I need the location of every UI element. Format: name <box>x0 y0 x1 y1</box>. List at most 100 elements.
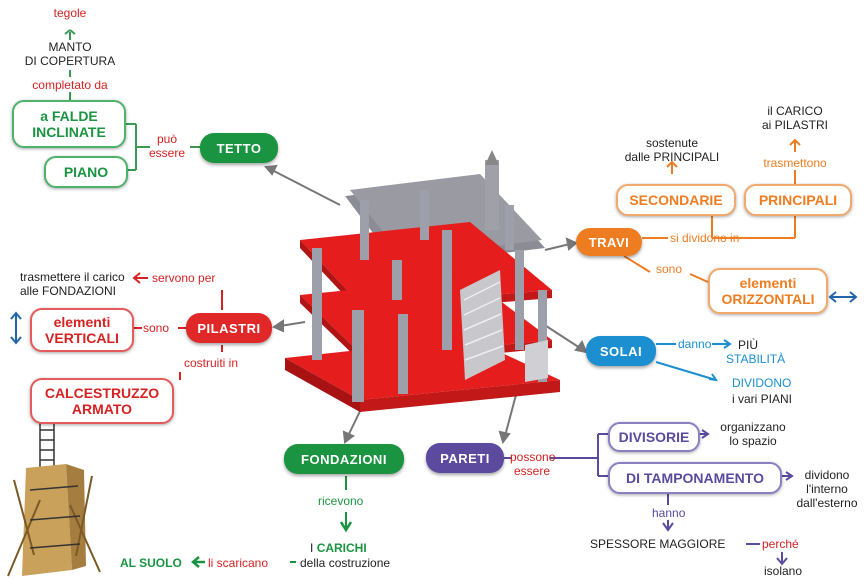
tetto-connectors <box>69 32 200 171</box>
tegole-label: tegole <box>53 6 87 20</box>
pareti-connectors <box>504 433 792 562</box>
dividono-line2: l'interno <box>806 482 848 496</box>
al-suolo-label: AL SUOLO <box>120 556 182 570</box>
trasmettono-label: trasmettono <box>763 156 827 170</box>
ricevono-label: ricevono <box>318 494 364 508</box>
stabilita-label: STABILITÀ <box>726 352 786 366</box>
dividono-arrow-icon <box>708 373 719 382</box>
carico-line2: ai PILASTRI <box>761 118 829 132</box>
horizontal-arrow-icon <box>828 291 858 303</box>
carico-arrow-icon <box>789 138 801 152</box>
verticali-line2: VERTICALI <box>45 330 119 346</box>
dividono-label: DIVIDONO <box>732 376 792 390</box>
verticali-line1: elementi <box>53 314 111 330</box>
sostenute-arrow-icon <box>666 160 678 174</box>
si-dividono-in-label: si dividono in <box>670 231 740 245</box>
dividono-line1: dividono <box>804 468 850 482</box>
perche-arrow-icon <box>776 557 788 566</box>
sono-pilastri-label: sono <box>143 321 170 335</box>
piano-box: PIANO <box>44 156 128 188</box>
puo-line1: può <box>156 132 178 146</box>
divisorie-arrow-icon <box>701 429 710 439</box>
possono-line1: possono <box>510 450 556 464</box>
piu-arrow-icon <box>723 339 732 349</box>
i-prefix: I <box>310 541 314 555</box>
puo-essere-label: può essere <box>146 132 188 160</box>
manto-line1: MANTO <box>48 40 92 54</box>
solai-connectors <box>655 343 730 381</box>
trasmettere-carico-label: trasmettere il carico alle FONDAZIONI <box>20 270 125 298</box>
carichi-label: I CARICHI <box>310 541 367 555</box>
sostenute-line1: sostenute <box>645 136 699 150</box>
puo-line2: essere <box>148 146 186 160</box>
perche-label: perché <box>762 537 799 551</box>
hanno-label: hanno <box>652 506 686 520</box>
building-illustration <box>285 150 560 412</box>
spessore-maggiore-label: SPESSORE MAGGIORE <box>590 537 726 551</box>
carico-pilastri-label: il CARICO ai PILASTRI <box>740 104 850 132</box>
sostenute-principali-label: sostenute dalle PRINCIPALI <box>610 136 734 164</box>
travi-node: TRAVI <box>576 228 642 256</box>
secondarie-box: SECONDARIE <box>616 184 736 216</box>
sostenute-line2: dalle PRINCIPALI <box>624 150 720 164</box>
calcestruzzo-line1: CALCESTRUZZO <box>44 385 160 401</box>
sono-travi-label: sono <box>656 262 683 276</box>
dividono-line3: dall'esterno <box>796 496 858 510</box>
tamponamento-arrow-icon <box>785 471 794 481</box>
travi-connectors <box>623 170 796 283</box>
piu-label: PIÙ <box>738 338 759 352</box>
falde-line1: a FALDE <box>40 108 98 124</box>
trasmettere-line2: alle FONDAZIONI <box>20 284 117 298</box>
vari-piani-label: i vari PIANI <box>732 392 793 406</box>
divisorie-label: DIVISORIE <box>618 429 690 445</box>
organizzano-line2: lo spazio <box>729 434 777 448</box>
principali-box: PRINCIPALI <box>744 184 852 216</box>
li-scaricano-label: li scaricano <box>208 556 269 570</box>
orizzontali-line1: elementi <box>739 275 797 291</box>
manto-di-copertura-label: MANTO DI COPERTURA <box>10 40 130 68</box>
piano-label: PIANO <box>63 164 109 180</box>
completato-da-label: completato da <box>32 78 108 92</box>
principali-label: PRINCIPALI <box>758 192 838 208</box>
tamponamento-label: DI TAMPONAMENTO <box>626 470 764 486</box>
secondarie-label: SECONDARIE <box>629 192 723 208</box>
carichi-word: CARICHI <box>316 541 367 555</box>
solai-node: SOLAI <box>586 336 656 366</box>
fondazioni-node: FONDAZIONI <box>284 444 404 474</box>
manto-line2: DI COPERTURA <box>24 54 116 68</box>
trasmettere-line1: trasmettere il carico <box>20 270 125 284</box>
rebar-formwork-illustration <box>7 405 101 577</box>
isolano-label: isolano <box>764 564 803 578</box>
possono-essere-label: possono essere <box>510 450 556 478</box>
pareti-node: PARETI <box>426 443 504 473</box>
calcestruzzo-line2: ARMATO <box>71 401 133 417</box>
danno-label: danno <box>678 337 712 351</box>
servono-arrow-icon <box>132 272 148 284</box>
vertical-arrow-icon <box>10 311 22 345</box>
carico-line1: il CARICO <box>767 104 823 118</box>
organizzano-spazio-label: organizzano lo spazio <box>710 420 796 448</box>
ricevono-arrow-icon <box>339 521 353 533</box>
divisorie-box: DIVISORIE <box>608 422 700 452</box>
tetto-node: TETTO <box>200 133 278 163</box>
dividono-interno-esterno-label: dividono l'interno dall'esterno <box>794 468 860 510</box>
servono-per-label: servono per <box>152 271 216 285</box>
falde-line2: INCLINATE <box>32 124 106 140</box>
possono-line2: essere <box>513 464 551 478</box>
della-costruzione-label: della costruzione <box>300 556 391 570</box>
pilastri-node: PILASTRI <box>186 313 272 343</box>
al-suolo-arrow-icon <box>191 556 205 568</box>
organizzano-line1: organizzano <box>720 420 786 434</box>
tegole-arrow-icon <box>64 29 76 35</box>
costruiti-in-label: costruiti in <box>184 356 239 370</box>
fondazioni-connectors <box>290 476 347 563</box>
hanno-arrow-icon <box>662 522 674 532</box>
di-tamponamento-box: DI TAMPONAMENTO <box>608 462 782 494</box>
orizzontali-line2: ORIZZONTALI <box>721 291 815 307</box>
pilastri-connectors <box>134 290 223 380</box>
